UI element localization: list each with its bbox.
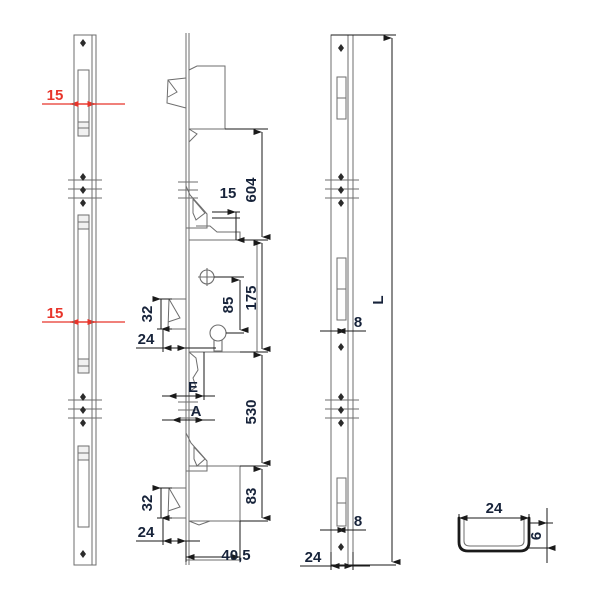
side-view-hook-bolt-top [166, 77, 187, 109]
back-view-keep-slot-mid [336, 257, 347, 321]
dimension-sec-24 [458, 514, 530, 522]
dimension-bv-8-top-label: 8 [354, 314, 362, 331]
dimension-sv-24-top-label: 24 [138, 331, 155, 348]
dimension-sv-85 [214, 276, 249, 334]
side-view-lock-box-bottom [188, 465, 241, 526]
dimension-sv-604-label: 604 [243, 177, 260, 203]
dimension-sv-24-bottom-label: 24 [138, 524, 155, 541]
dimension-sv-E [162, 352, 215, 400]
dimension-sv-405 [185, 521, 241, 562]
dimension-bv-8-bottom-label: 8 [354, 513, 362, 530]
dimension-sv-24-top [136, 329, 216, 352]
side-view-keeper-tab-lower [167, 487, 186, 519]
dimension-fv-15-top-label: 15 [47, 87, 64, 104]
back-view-screw-hole-top [338, 44, 344, 52]
dimension-sv-32-top [152, 296, 172, 332]
front-view-slot-1 [77, 69, 90, 137]
front-view-screw-hole-bottom [80, 550, 86, 558]
dimension-fv-15-bottom [42, 314, 125, 330]
side-view-spindle-hole [198, 268, 216, 286]
side-view: 604 15 175 85 [136, 33, 271, 565]
dimension-sv-32-top-label: 32 [139, 306, 156, 323]
back-view-screw-hole-upper [338, 343, 344, 351]
dimension-sv-83 [240, 466, 271, 522]
front-view-break-mark-bottom-dots [80, 393, 86, 427]
dimension-bv-24 [300, 552, 370, 570]
front-view-faceplate-body [73, 34, 97, 566]
side-view-lock-box-top [188, 65, 226, 130]
dimension-fv-15-bottom-label: 15 [47, 305, 64, 322]
dimension-sv-530-label: 530 [243, 399, 260, 424]
back-view-keep-slot-lower [336, 477, 347, 527]
front-view-break-mark-top-dots [80, 173, 86, 207]
dimension-sv-85-label: 85 [220, 297, 237, 314]
front-view: 15 15 [42, 34, 125, 566]
front-view-slot-2 [77, 214, 90, 374]
dimension-sv-32-bottom [152, 485, 172, 521]
dimension-sv-15 [212, 209, 245, 243]
side-view-break-mark-top [178, 181, 198, 199]
back-view-screw-hole-bottom [338, 543, 344, 551]
dimension-bv-L-label: L [370, 295, 387, 304]
dimension-sv-175-label: 175 [243, 285, 260, 310]
section-view-profile-inner [463, 518, 525, 547]
section-view: 24 6 [457, 500, 556, 563]
back-view-break-mark-top-dots [338, 173, 344, 207]
side-view-latch-bolt [188, 351, 199, 393]
section-view-profile [457, 516, 531, 553]
dimension-sv-24-bottom [136, 518, 200, 545]
dimension-sv-83-label: 83 [243, 488, 260, 505]
side-view-cylinder-keyhole [209, 324, 227, 352]
back-view: L 8 8 24 [300, 34, 401, 570]
dimension-sec-24-label: 24 [486, 500, 503, 517]
dimension-sec-6 [529, 508, 556, 563]
dimension-sv-A-label: A [191, 403, 202, 420]
dimension-sv-E-label: E [188, 379, 198, 396]
back-view-keep-slot-upper [336, 76, 347, 120]
side-view-keeper-tab-upper [167, 298, 186, 330]
dimension-sv-405-label: 40,5 [221, 547, 250, 564]
front-view-slot-3 [77, 445, 90, 528]
dimension-bv-24-label: 24 [305, 549, 322, 566]
dimension-sec-6-label: 6 [528, 532, 545, 540]
side-view-hook-bolt-middle [188, 128, 198, 143]
dimension-fv-15-top [42, 96, 125, 112]
front-view-screw-hole-top [80, 39, 86, 47]
back-view-break-mark-bottom-dots [338, 393, 344, 427]
dimension-sv-32-bottom-label: 32 [139, 495, 156, 512]
dimension-sv-15-label: 15 [220, 185, 237, 202]
back-view-faceplate-body [330, 34, 354, 566]
